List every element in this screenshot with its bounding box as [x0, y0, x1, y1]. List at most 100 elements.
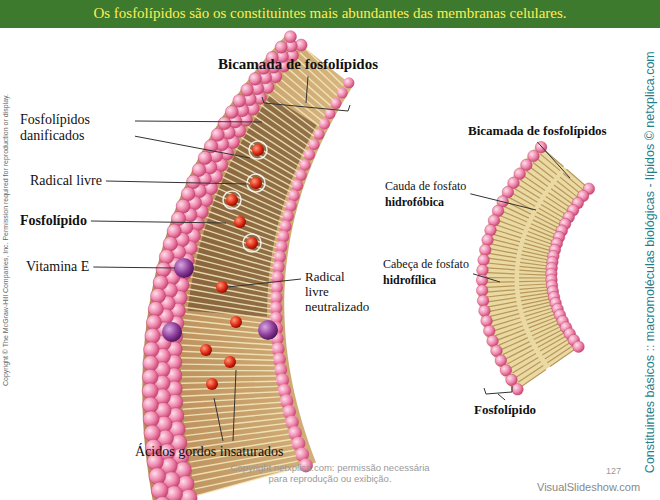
fatty-acid-tail: [202, 229, 276, 253]
vitamin-e: [174, 258, 194, 278]
fatty-acid-tail: [181, 375, 276, 377]
leader-line: [306, 76, 308, 103]
fatty-acid-tail: [489, 253, 517, 257]
free-radical: [250, 177, 262, 189]
fatty-acid-tail: [512, 193, 535, 206]
part-label: Radical livre: [30, 173, 102, 189]
fatty-acid-tail: [486, 286, 515, 288]
copyright-note: Copyright netxplica.com: permissão neces…: [223, 463, 437, 485]
phosphate-head: [225, 105, 238, 118]
radical-halo: [223, 191, 241, 209]
fatty-acid-tail: [486, 281, 514, 283]
phosphate-head: [151, 482, 168, 499]
fatty-acid-tail: [235, 148, 294, 181]
damaged-region: [188, 95, 317, 316]
fatty-acid-tail: [268, 94, 316, 131]
fatty-acid-tail: [487, 290, 516, 292]
phosphate-head: [153, 275, 168, 290]
part-label: Vitamina E: [26, 259, 89, 275]
fatty-acid-tail: [186, 301, 271, 314]
free-radical: [216, 281, 228, 293]
fatty-acid-tail: [523, 175, 545, 190]
property-label: hidrofóbica: [385, 196, 444, 210]
fatty-acid-tail: [288, 68, 331, 106]
phosphate-head: [477, 264, 489, 276]
fatty-acid-tail: [251, 121, 305, 156]
leader-line: [91, 221, 226, 223]
phosphate-head: [285, 31, 297, 43]
fatty-acid-tail: [258, 110, 309, 146]
phosphate-head: [143, 356, 159, 372]
fatty-acid-tail: [488, 302, 516, 307]
bilayer-label: Bicamada de fosfolípidos: [218, 56, 378, 73]
phosphate-head: [143, 411, 159, 427]
free-radical: [252, 144, 264, 156]
fatty-acid-tail: [499, 334, 526, 346]
watermark: VisualSlideshow.com: [537, 481, 640, 494]
fatty-acid-tail: [524, 243, 550, 251]
phosphate-head: [167, 224, 181, 238]
fatty-acid-tail: [492, 318, 520, 326]
fatty-acid-tail: [495, 326, 523, 336]
leader-line: [470, 194, 536, 210]
fatty-acid-tail: [185, 307, 271, 319]
left-membrane: [142, 31, 354, 500]
fatty-acid-tail: [184, 314, 271, 325]
fatty-acid-tail: [181, 381, 277, 383]
part-label: Fosfolípidos danificados: [20, 112, 132, 144]
leader-line: [233, 370, 236, 441]
fatty-acid-tail: [181, 370, 275, 372]
fatty-acid-tail: [520, 180, 542, 195]
fatty-acid-tail: [182, 397, 280, 403]
fatty-acid-tail: [502, 211, 527, 222]
fatty-acid-tail: [505, 207, 529, 219]
leader-line: [498, 394, 505, 400]
fatty-acid-tail: [187, 295, 271, 309]
fatty-acid-tail: [494, 322, 522, 331]
leader-line: [93, 267, 175, 268]
phosphate-head: [142, 383, 158, 399]
fatty-acid-tail: [500, 216, 525, 226]
phosphate-head: [145, 328, 160, 343]
fatty-acid-tail: [241, 137, 298, 171]
fatty-acid-tail: [232, 154, 292, 187]
property-label: hidrofílica: [383, 274, 436, 288]
right-membrane: [476, 141, 594, 395]
fatty-acid-tail: [519, 274, 547, 275]
fatty-acid-tail: [182, 332, 272, 339]
fatty-acid-tail: [519, 284, 548, 286]
fatty-acid-tail: [498, 220, 524, 230]
fatty-acid-tail: [186, 429, 287, 443]
bilayer-label: Bicamada de fosfolípidos: [468, 124, 607, 139]
fatty-acid-tail: [497, 330, 525, 341]
leader-line: [106, 181, 248, 184]
fatty-acid-tail: [486, 277, 514, 278]
fatty-acid-tail: [522, 299, 550, 305]
phosphate-head: [480, 244, 492, 256]
fatty-acid-tail: [533, 163, 554, 179]
page-number: 127: [606, 466, 621, 476]
phosphate-head: [163, 237, 177, 251]
phosphate-head: [149, 468, 166, 485]
fatty-acid-tail: [523, 247, 550, 254]
fatty-acid-tail: [488, 258, 516, 262]
copyright-note: Copyright © The McGraw-Hill Companies, I…: [2, 94, 10, 386]
phosphate-head: [144, 342, 160, 358]
fatty-acid-tail: [491, 314, 519, 322]
phosphate-head: [343, 77, 354, 88]
fatty-acid-tail: [525, 239, 551, 247]
fatty-acid-tail: [519, 277, 547, 278]
leader-line: [135, 121, 262, 122]
fatty-acid-tail: [182, 345, 273, 350]
fatty-acid-tail: [248, 126, 303, 161]
fatty-acid-tail: [206, 217, 278, 243]
fatty-acid-tail: [217, 188, 284, 217]
phosphate-head: [181, 187, 195, 201]
phosphate-head: [477, 295, 489, 307]
free-radical: [200, 344, 212, 356]
fatty-acid-tail: [517, 184, 540, 198]
fatty-acid-tail: [526, 171, 547, 186]
slide-title: Os fosfolípidos são os constituintes mai…: [0, 5, 660, 22]
phosphate-head: [159, 249, 174, 264]
fatty-acid-tail: [527, 235, 553, 244]
